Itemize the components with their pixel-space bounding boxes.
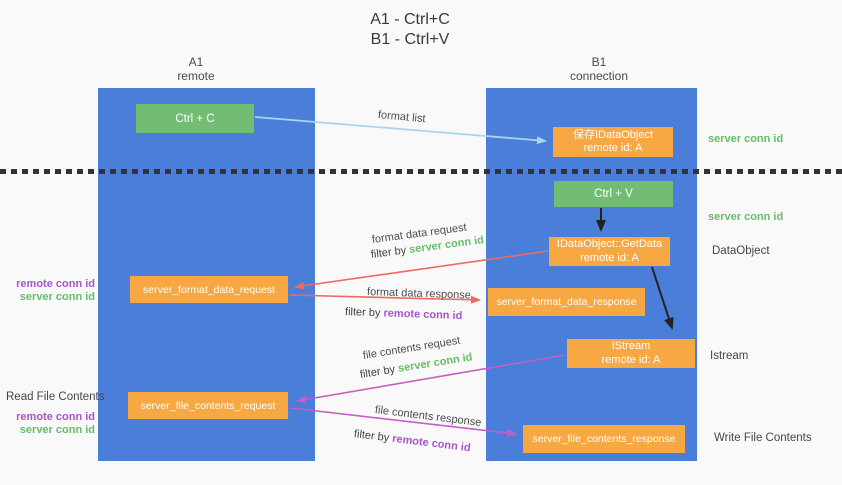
- diagram-title: A1 - Ctrl+C B1 - Ctrl+V: [310, 10, 510, 50]
- lane-header-a1: A1 remote: [141, 55, 251, 83]
- lane-header-b1: B1 connection: [544, 55, 654, 83]
- format-list-label: format list: [377, 109, 427, 126]
- server-format-data-request-label: server_format_data_request: [143, 283, 275, 296]
- left-id-pair-1: remote conn id server conn id: [7, 278, 95, 303]
- node-save-idataobject: 保存IDataObject remote id: A: [553, 127, 673, 157]
- file-contents-response-label: file contents response: [374, 404, 482, 429]
- node-ctrl-v: Ctrl + V: [554, 181, 673, 207]
- lane-a1-name: A1: [188, 55, 204, 69]
- remote-conn-id-left-1: remote conn id: [16, 278, 95, 290]
- node-istream: IStream remote id: A: [567, 339, 695, 368]
- write-file-contents-label: Write File Contents: [714, 432, 812, 444]
- dataobject-label: DataObject: [712, 245, 770, 257]
- filter-by-remote-conn-id-label-2: filter by remote conn id: [353, 428, 471, 454]
- lane-b1-subtitle: connection: [569, 69, 629, 83]
- istream-line2: remote id: A: [601, 353, 661, 366]
- server-file-contents-response-label: server_file_contents_response: [532, 433, 676, 445]
- node-idataobject-getdata: IDataObject::GetData remote id: A: [549, 237, 670, 266]
- read-file-contents-label: Read File Contents: [6, 391, 105, 403]
- remote-conn-id-text: remote conn id: [391, 432, 472, 455]
- filter-by-text: filter by: [344, 306, 381, 320]
- filter-by-text: filter by: [359, 363, 396, 381]
- remote-conn-id-left-2: remote conn id: [16, 411, 95, 423]
- node-server-format-data-request: server_format_data_request: [130, 276, 288, 303]
- save-idataobject-line2: remote id: A: [583, 142, 643, 154]
- format-data-response-label: format data response: [366, 286, 472, 302]
- server-conn-id-right-2: server conn id: [708, 211, 784, 223]
- title-line-1: A1 - Ctrl+C: [370, 11, 450, 28]
- server-conn-id-right-1: server conn id: [708, 133, 784, 145]
- save-idataobject-line1: 保存IDataObject: [572, 128, 654, 141]
- ctrl-v-label: Ctrl + V: [594, 188, 633, 200]
- server-conn-id-left-2: server conn id: [19, 423, 95, 436]
- node-server-file-contents-response: server_file_contents_response: [523, 425, 685, 453]
- getdata-line1: IDataObject::GetData: [556, 238, 663, 250]
- dotted-separator: [0, 169, 842, 174]
- istream-side-label: Istream: [710, 350, 749, 362]
- server-conn-id-left-1: server conn id: [19, 290, 95, 303]
- node-server-format-data-response: server_format_data_response: [488, 288, 645, 316]
- remote-conn-id-text: remote conn id: [383, 307, 463, 323]
- filter-by-text: filter by: [370, 244, 407, 261]
- lane-a1-subtitle: remote: [177, 69, 215, 83]
- title-line-2: B1 - Ctrl+V: [370, 31, 450, 48]
- node-ctrl-c: Ctrl + C: [136, 104, 254, 133]
- ctrl-c-label: Ctrl + C: [175, 112, 215, 125]
- getdata-line2: remote id: A: [580, 251, 639, 264]
- server-file-contents-request-label: server_file_contents_request: [140, 399, 276, 412]
- node-server-file-contents-request: server_file_contents_request: [128, 392, 288, 419]
- filter-by-text: filter by: [353, 428, 390, 445]
- istream-line1: IStream: [611, 340, 651, 352]
- lane-b1-name: B1: [591, 55, 607, 69]
- left-id-pair-2: remote conn id server conn id: [7, 411, 95, 436]
- filter-by-remote-conn-id-label-1: filter by remote conn id: [345, 306, 463, 322]
- server-format-data-response-label: server_format_data_response: [496, 296, 637, 308]
